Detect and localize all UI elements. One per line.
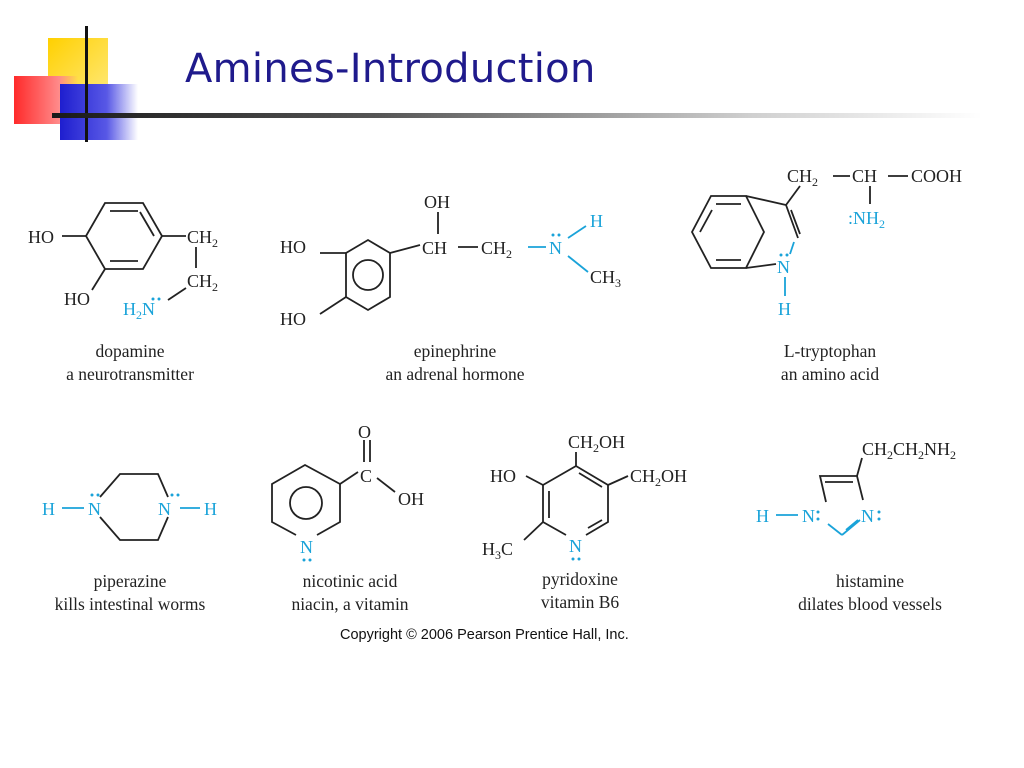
tryptophan-name: L-tryptophan [783, 341, 877, 361]
nicotinic-acid-caption: nicotinic acid niacin, a vitamin [270, 570, 430, 616]
epinephrine-ch: CH [422, 238, 447, 258]
pyridoxine-n: N [569, 536, 582, 556]
tryptophan-ch: CH [852, 166, 877, 186]
pyridine-ring [542, 464, 609, 536]
nicotinic-acid-structure: O C OH N [271, 422, 424, 562]
histamine-n3: N [861, 506, 874, 526]
dopamine-amine: H2N [123, 299, 155, 322]
pyridoxine-name: pyridoxine [542, 569, 618, 589]
tryptophan-h: H [778, 299, 791, 319]
pyridoxine-description: vitamin B6 [540, 592, 620, 612]
deco-vertical-line [85, 26, 88, 142]
histamine-side-chain: CH2CH2NH2 [862, 439, 956, 462]
dopamine-description: a neurotransmitter [66, 364, 194, 384]
epinephrine-oh: OH [424, 192, 450, 212]
epinephrine-structure: OH HO HO CH CH2 N H CH3 [280, 192, 621, 329]
slide-title: Amines-Introduction [185, 46, 596, 92]
pyridoxine-ch2oh-right: CH2OH [630, 466, 687, 489]
pyridine-ring [271, 463, 341, 536]
dopamine-ho2: HO [64, 289, 90, 309]
tryptophan-ch2: CH2 [787, 166, 818, 189]
dopamine-structure: HO HO CH2 CH2 H2N [28, 202, 218, 322]
histamine-name: histamine [835, 571, 905, 591]
piperazine-n-right: N [158, 499, 171, 519]
piperazine-description: kills intestinal worms [54, 594, 206, 614]
pyridoxine-ho: HO [490, 466, 516, 486]
nicotinic-o: O [358, 422, 371, 442]
histamine-description: dilates blood vessels [798, 594, 942, 614]
pyridoxine-h3c: H3C [482, 539, 513, 562]
epinephrine-ch3: CH3 [590, 267, 621, 290]
tryptophan-caption: L-tryptophan an amino acid [740, 340, 920, 386]
nicotinic-c: C [360, 466, 372, 486]
piperazine-structure: H N N H [42, 473, 217, 541]
title-underline [52, 113, 982, 118]
tryptophan-description: an amino acid [780, 364, 880, 384]
epinephrine-ch2: CH2 [481, 238, 512, 261]
histamine-structure: CH2CH2NH2 H N N [756, 439, 956, 536]
tryptophan-cooh: COOH [911, 166, 962, 186]
piperazine-caption: piperazine kills intestinal worms [30, 570, 230, 616]
tryptophan-nh2: :NH2 [848, 208, 885, 231]
nicotinic-acid-description: niacin, a vitamin [291, 594, 409, 614]
dopamine-ho1: HO [28, 227, 54, 247]
pyridoxine-caption: pyridoxine vitamin B6 [520, 568, 640, 614]
epinephrine-caption: epinephrine an adrenal hormone [345, 340, 565, 386]
histamine-caption: histamine dilates blood vessels [775, 570, 965, 616]
histamine-n1: N [802, 506, 815, 526]
benzene-ring [690, 195, 766, 269]
piperazine-h-right: H [204, 499, 217, 519]
epinephrine-description: an adrenal hormone [385, 364, 525, 384]
dopamine-name: dopamine [95, 341, 165, 361]
epinephrine-h: H [590, 211, 603, 231]
pyridoxine-structure: CH2OH HO CH2OH H3C N [482, 432, 687, 562]
epinephrine-ho2: HO [280, 309, 306, 329]
dopamine-ch2a: CH2 [187, 227, 218, 250]
nicotinic-n: N [300, 537, 313, 557]
tryptophan-structure: CH2 CH COOH :NH2 N H [690, 166, 962, 319]
nicotinic-acid-name: nicotinic acid [302, 571, 398, 591]
epinephrine-n: N [549, 238, 562, 258]
histamine-h: H [756, 506, 769, 526]
pyridoxine-ch2oh-top: CH2OH [568, 432, 625, 455]
tryptophan-n: N [777, 257, 790, 277]
piperazine-n-left: N [88, 499, 101, 519]
dopamine-caption: dopamine a neurotransmitter [30, 340, 230, 386]
copyright-notice: Copyright © 2006 Pearson Prentice Hall, … [340, 627, 629, 643]
benzene-ring [84, 202, 164, 270]
piperazine-name: piperazine [93, 571, 167, 591]
epinephrine-name: epinephrine [413, 341, 497, 361]
deco-blue-square [60, 84, 138, 140]
dopamine-ch2b: CH2 [187, 271, 218, 294]
epinephrine-ho1: HO [280, 237, 306, 257]
nicotinic-oh: OH [398, 489, 424, 509]
piperazine-h-left: H [42, 499, 55, 519]
